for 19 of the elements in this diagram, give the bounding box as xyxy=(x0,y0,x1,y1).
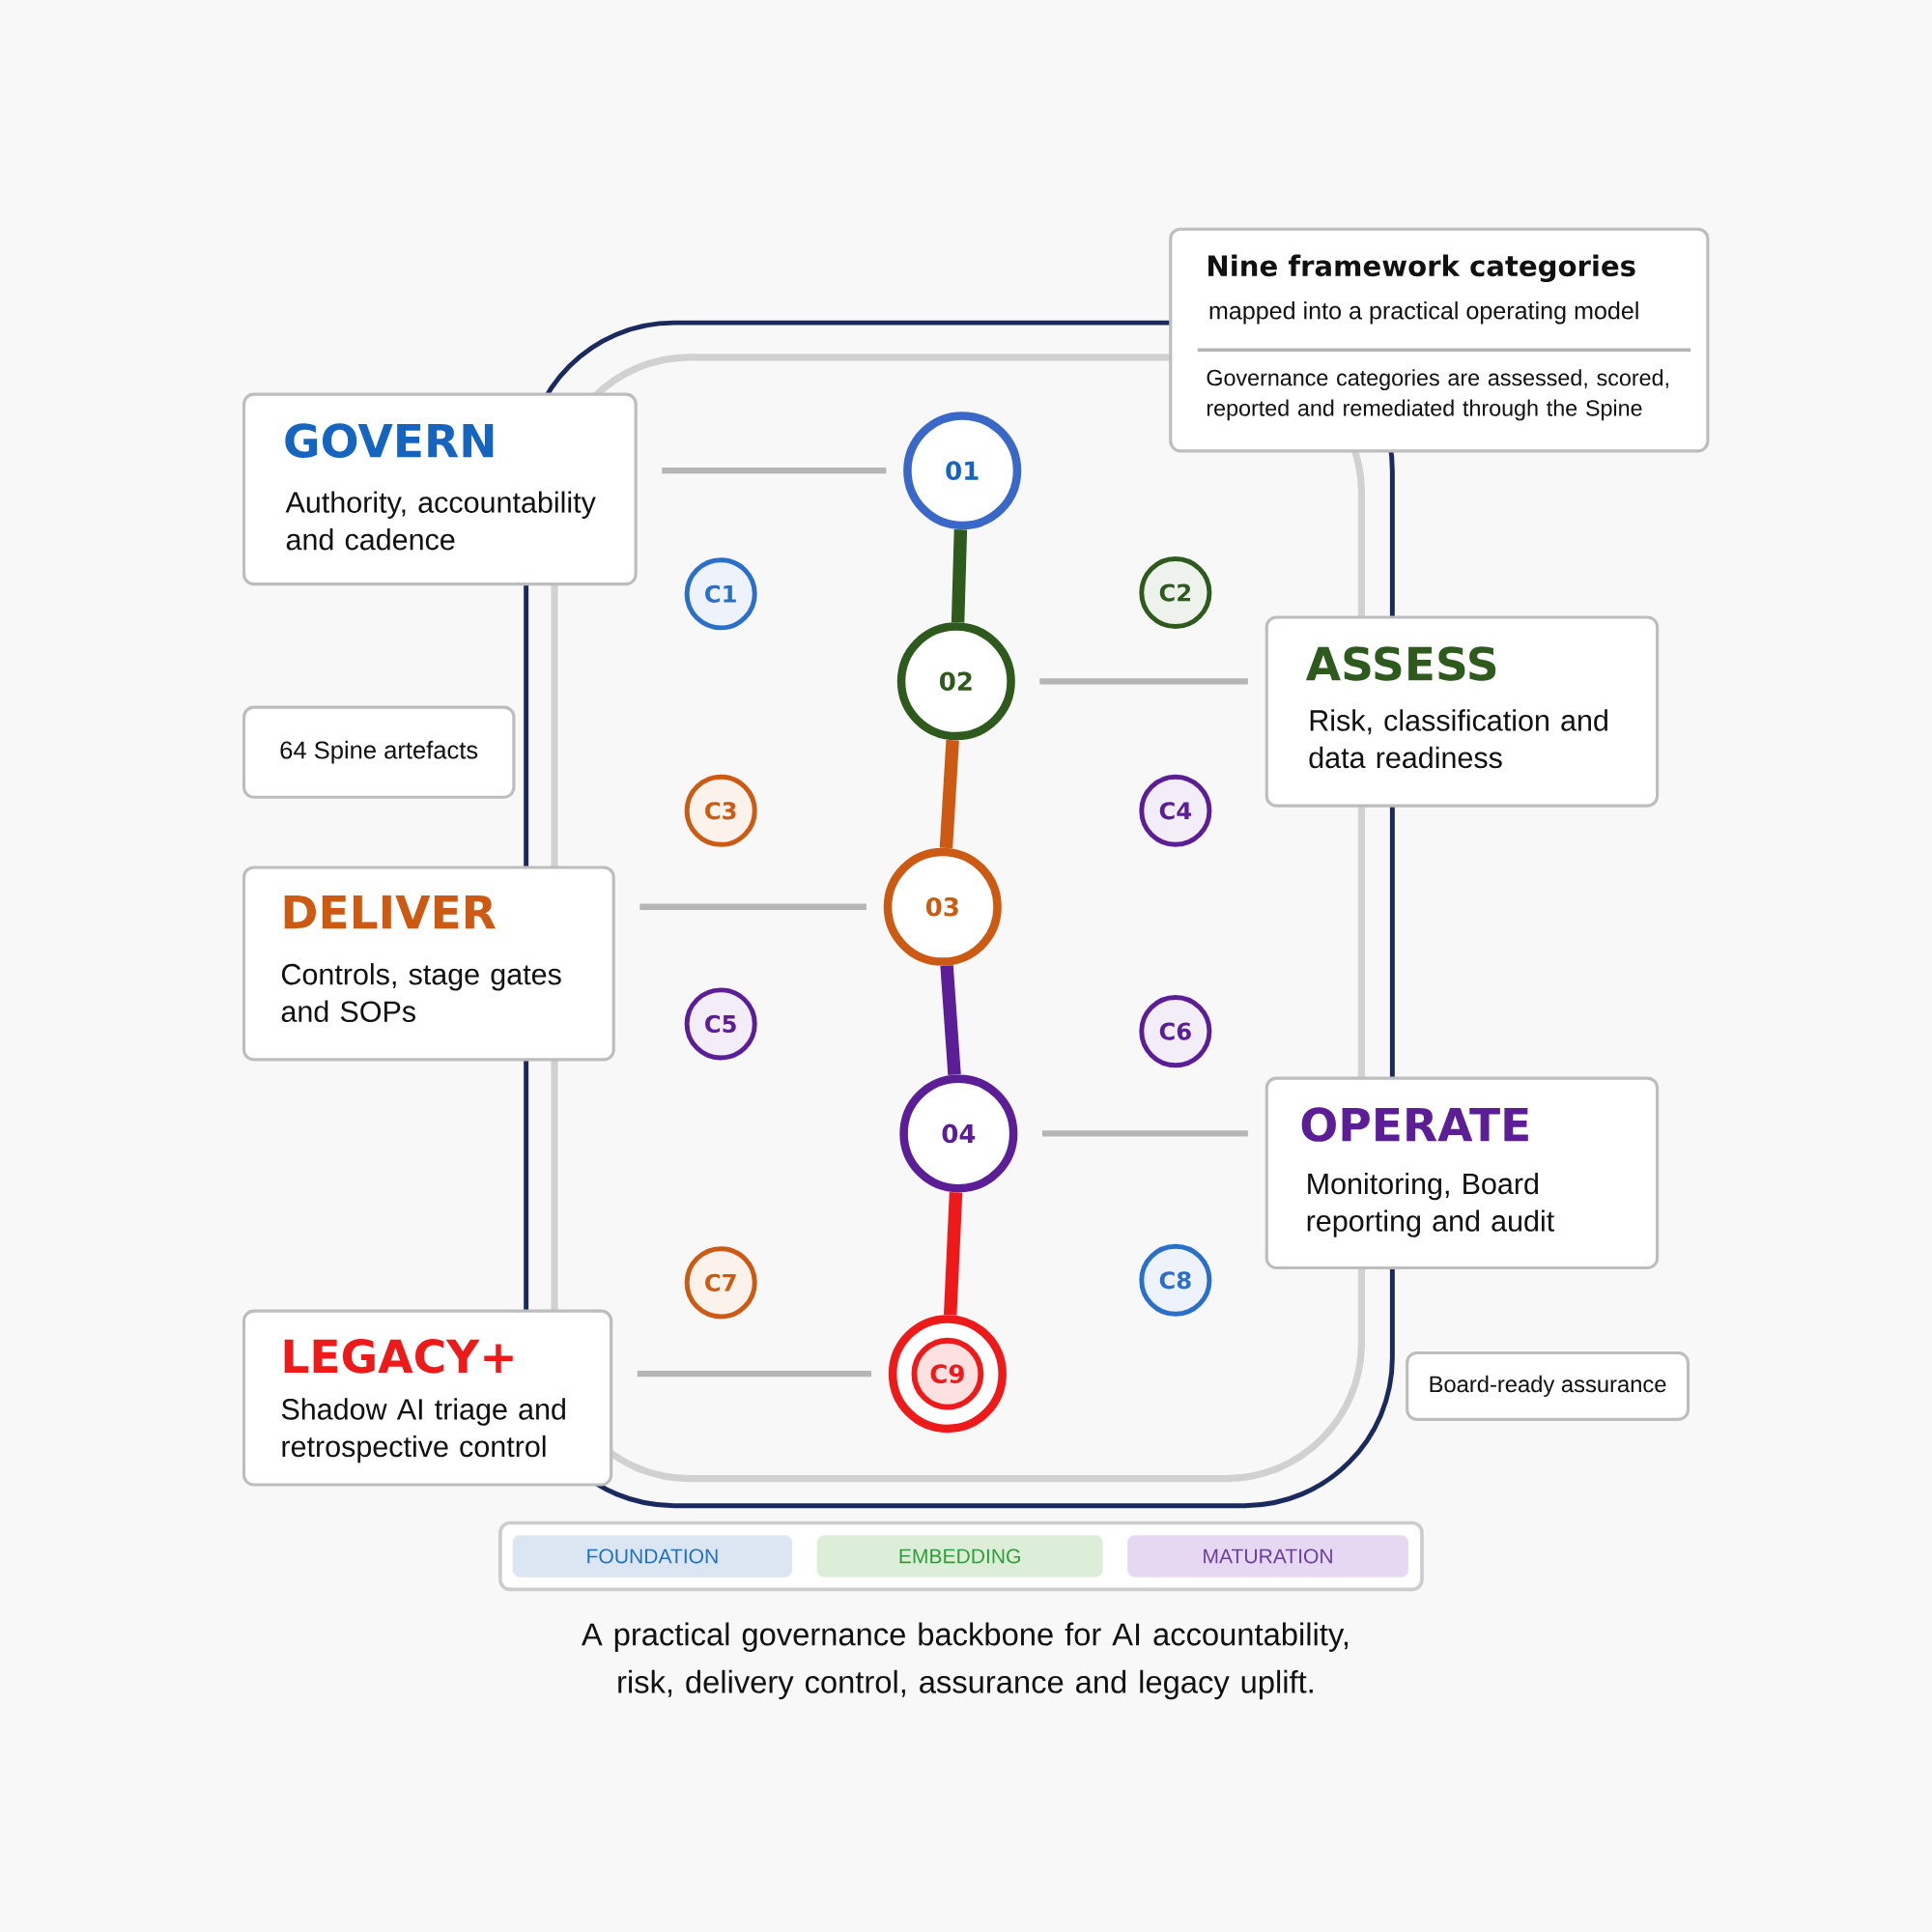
spine-segment xyxy=(940,965,961,1076)
legend-item: MATURATION xyxy=(1127,1535,1408,1577)
card: OPERATE Monitoring, Board reporting and audit xyxy=(1264,1076,1660,1270)
card: ASSESS Risk, classification and data readiness xyxy=(1264,615,1660,808)
tag-box: 64 Spine artefacts xyxy=(242,705,516,799)
info-card: Nine framework categories mapped into a practical operating model Governance categories are assessed, scored, reported and remediated through the Spine xyxy=(1169,227,1710,453)
legend-item: EMBEDDING xyxy=(816,1535,1103,1577)
card: LEGACY+ Shadow AI triage and retrospective control xyxy=(242,1309,613,1487)
spine-segment xyxy=(951,529,968,623)
connector-line xyxy=(1041,1130,1248,1137)
spine-segment xyxy=(939,739,959,849)
spine-segment xyxy=(944,1192,963,1316)
card: GOVERN Authority, accountability and cadence xyxy=(242,392,638,586)
card: DELIVER Controls, stage gates and SOPs xyxy=(242,866,615,1062)
connector-line xyxy=(1039,678,1248,685)
legend-item: FOUNDATION xyxy=(512,1535,793,1577)
connector-line xyxy=(662,468,887,474)
tag-box: Board-ready assurance xyxy=(1406,1350,1690,1421)
caption: A practical governance backbone for AI accountability, risk, delivery control, assurance and legacy uplift. xyxy=(582,1622,1348,1700)
